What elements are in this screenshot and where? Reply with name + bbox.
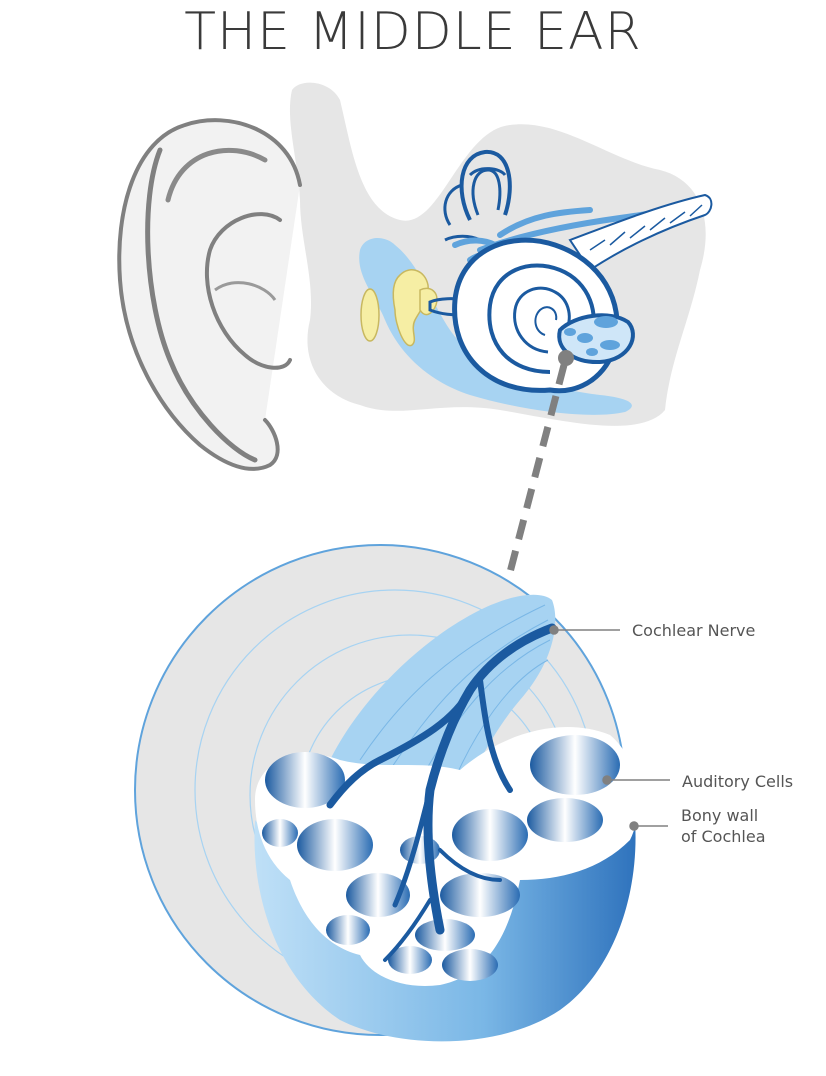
bony-wall-label-line1: Bony wall — [681, 806, 759, 825]
ossicles — [360, 269, 472, 347]
bony-wall-label-line2: of Cochlea — [681, 827, 766, 846]
semicircular-canals — [443, 149, 512, 242]
outer-ear — [117, 118, 302, 471]
cochlea-detail — [134, 544, 670, 1042]
cochlea — [452, 237, 635, 394]
bony-wall-label: Bony wall of Cochlea — [681, 805, 766, 847]
zoom-connector — [504, 350, 574, 581]
eardrum — [360, 288, 380, 342]
diagram-title: THE MIDDLE EAR — [184, 2, 642, 62]
nerve-fan — [330, 594, 556, 800]
ear-canal — [359, 238, 632, 415]
malleus — [392, 269, 429, 347]
ear-anatomy — [117, 82, 713, 471]
auditory-cells-label: Auditory Cells — [682, 772, 794, 791]
cochlear-nerve-label: Cochlear Nerve — [632, 621, 756, 640]
leader-lines — [549, 625, 670, 831]
auditory-nerve — [568, 193, 713, 272]
incus — [419, 287, 438, 316]
nerve-branches — [326, 623, 557, 962]
auditory-cells — [262, 735, 620, 981]
